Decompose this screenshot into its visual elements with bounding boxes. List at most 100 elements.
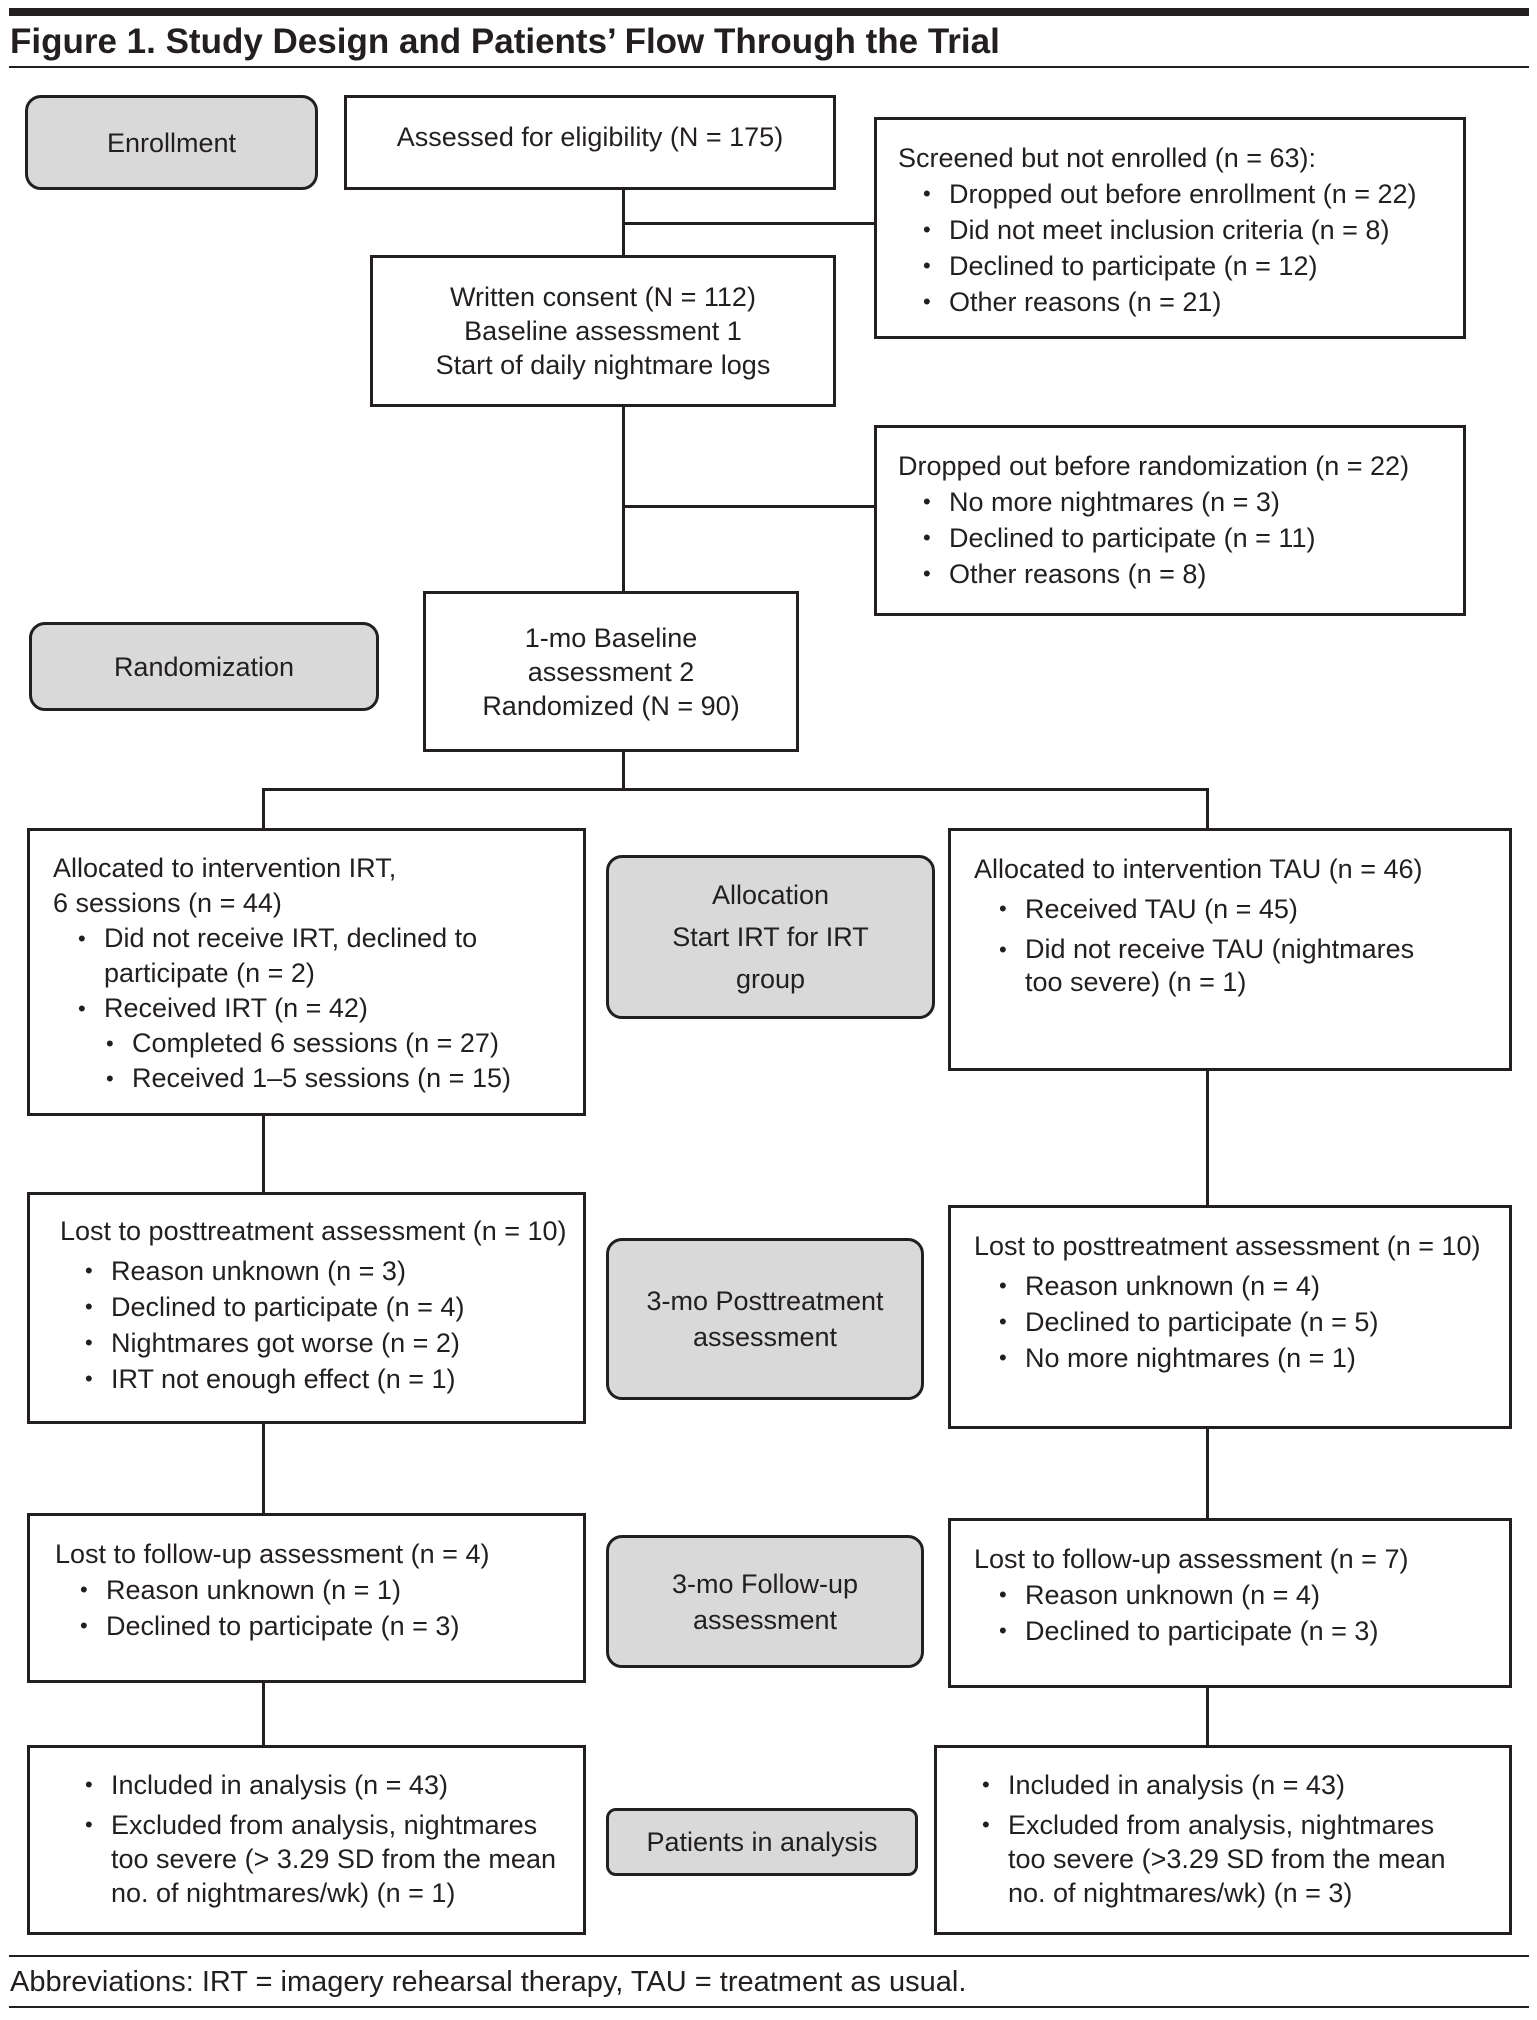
box-tau-followup: Lost to follow-up assessment (n = 7) Rea… <box>948 1518 1512 1688</box>
screened-item: Declined to participate (n = 12) <box>921 248 1463 284</box>
screened-title: Screened but not enrolled (n = 63): <box>898 143 1317 173</box>
box-irt-followup: Lost to follow-up assessment (n = 4) Rea… <box>27 1513 586 1683</box>
stage-followup-line2: assessment <box>692 1604 838 1635</box>
consent-line3: Start of daily nightmare logs <box>435 350 771 380</box>
screened-item: Other reasons (n = 21) <box>921 284 1463 320</box>
irt-alloc-item: Received IRT (n = 42) Completed 6 sessio… <box>76 991 573 1096</box>
connector-tau-alloc-post <box>1206 1071 1209 1205</box>
title-bottom-rule <box>9 66 1529 68</box>
irt-post-item: Declined to participate (n = 4) <box>83 1289 583 1325</box>
abbreviations-note: Abbreviations: IRT = imagery rehearsal t… <box>10 1966 967 1998</box>
tau-follow-item: Declined to participate (n = 3) <box>997 1613 1509 1649</box>
connector-irt-alloc-post <box>262 1116 265 1192</box>
connector-tau-post-follow <box>1206 1429 1209 1518</box>
tau-post-list: Reason unknown (n = 4) Declined to parti… <box>997 1268 1509 1376</box>
screened-list: Dropped out before enrollment (n = 22) D… <box>921 176 1463 320</box>
tau-alloc-item: Received TAU (n = 45) <box>997 891 1499 927</box>
stage-analysis-label: Patients in analysis <box>646 1827 878 1857</box>
irt-follow-title: Lost to follow-up assessment (n = 4) <box>55 1539 490 1569</box>
connector-split-irt <box>262 788 265 829</box>
connector-split-horizontal <box>262 788 1209 791</box>
box-screened: Screened but not enrolled (n = 63): Drop… <box>874 117 1466 339</box>
stage-posttreatment-line1: 3-mo Posttreatment <box>646 1286 884 1316</box>
tau-alloc-item: Did not receive TAU (nightmares too seve… <box>997 933 1445 999</box>
connector-irt-post-follow <box>262 1424 265 1513</box>
assessed-text: Assessed for eligibility (N = 175) <box>396 121 784 152</box>
tau-analysis-item: Included in analysis (n = 43) <box>980 1768 1509 1802</box>
screened-item: Did not meet inclusion criteria (n = 8) <box>921 212 1463 248</box>
box-dropped-randomization: Dropped out before randomization (n = 22… <box>874 425 1466 616</box>
connector-dropped <box>622 505 875 508</box>
dropped-list: No more nightmares (n = 3) Declined to p… <box>921 484 1463 592</box>
connector-irt-follow-analysis <box>262 1683 265 1745</box>
dropped-title: Dropped out before randomization (n = 22… <box>898 451 1410 481</box>
box-irt-analysis: Included in analysis (n = 43) Excluded f… <box>27 1745 586 1935</box>
box-assessed: Assessed for eligibility (N = 175) <box>344 95 836 190</box>
dropped-item: Declined to participate (n = 11) <box>921 520 1463 556</box>
box-tau-analysis: Included in analysis (n = 43) Excluded f… <box>934 1745 1512 1935</box>
irt-post-list: Reason unknown (n = 3) Declined to parti… <box>83 1253 583 1397</box>
tau-post-item: Declined to participate (n = 5) <box>997 1304 1509 1340</box>
irt-follow-item: Reason unknown (n = 1) <box>78 1572 583 1608</box>
irt-alloc-title2: 6 sessions (n = 44) <box>53 888 282 918</box>
stage-followup: 3-mo Follow-up assessment <box>606 1535 924 1668</box>
footer-rule-bottom <box>9 2006 1529 2008</box>
irt-alloc-subitem: Received 1–5 sessions (n = 15) <box>104 1061 573 1096</box>
box-consent: Written consent (N = 112) Baseline asses… <box>370 255 836 407</box>
stage-allocation: Allocation Start IRT for IRT group <box>606 855 935 1019</box>
irt-analysis-list: Included in analysis (n = 43) Excluded f… <box>83 1768 583 1910</box>
dropped-item: Other reasons (n = 8) <box>921 556 1463 592</box>
tau-alloc-title: Allocated to intervention TAU (n = 46) <box>974 854 1423 884</box>
stage-randomization-label: Randomization <box>113 651 295 682</box>
irt-alloc-list: Did not receive IRT, declined to partici… <box>76 921 573 1096</box>
stage-enrollment: Enrollment <box>25 95 318 190</box>
stage-posttreatment-line2: assessment <box>692 1322 838 1352</box>
stage-allocation-line1: Allocation <box>711 880 830 910</box>
randomized-line2: assessment 2 <box>527 656 695 687</box>
consent-line2: Baseline assessment 1 <box>464 316 742 346</box>
tau-post-item: Reason unknown (n = 4) <box>997 1268 1509 1304</box>
irt-post-title: Lost to posttreatment assessment (n = 10… <box>60 1216 567 1246</box>
irt-alloc-subitem: Completed 6 sessions (n = 27) <box>104 1026 573 1061</box>
connector-randomized-split <box>622 752 625 790</box>
dropped-item: No more nightmares (n = 3) <box>921 484 1463 520</box>
irt-post-item: Reason unknown (n = 3) <box>83 1253 583 1289</box>
randomized-line3: Randomized (N = 90) <box>482 690 740 721</box>
tau-analysis-item: Excluded from analysis, nightmares too s… <box>980 1808 1468 1910</box>
irt-follow-item: Declined to participate (n = 3) <box>78 1608 583 1644</box>
consent-line1: Written consent (N = 112) <box>450 282 756 312</box>
stage-randomization: Randomization <box>29 622 379 711</box>
stage-followup-line1: 3-mo Follow-up <box>671 1568 859 1599</box>
irt-post-item: IRT not enough effect (n = 1) <box>83 1361 583 1397</box>
irt-post-item: Nightmares got worse (n = 2) <box>83 1325 583 1361</box>
connector-consent-randomized <box>622 407 625 593</box>
irt-analysis-item: Excluded from analysis, nightmares too s… <box>83 1808 561 1910</box>
box-randomized: 1-mo Baseline assessment 2 Randomized (N… <box>423 591 799 752</box>
footer-rule-top <box>9 1955 1529 1957</box>
stage-allocation-line2: Start IRT for IRT <box>672 922 869 952</box>
tau-analysis-list: Included in analysis (n = 43) Excluded f… <box>980 1768 1509 1910</box>
box-tau-posttreatment: Lost to posttreatment assessment (n = 10… <box>948 1205 1512 1429</box>
stage-enrollment-label: Enrollment <box>106 127 237 158</box>
irt-alloc-title1: Allocated to intervention IRT, <box>53 853 397 883</box>
stage-allocation-line3: group <box>735 964 806 994</box>
screened-item: Dropped out before enrollment (n = 22) <box>921 176 1463 212</box>
irt-alloc-sublist: Completed 6 sessions (n = 27) Received 1… <box>104 1026 573 1096</box>
box-tau-allocation: Allocated to intervention TAU (n = 46) R… <box>948 828 1512 1071</box>
irt-alloc-item-text: Received IRT (n = 42) <box>104 993 368 1023</box>
connector-tau-follow-analysis <box>1206 1688 1209 1745</box>
irt-analysis-item: Included in analysis (n = 43) <box>83 1768 583 1802</box>
stage-analysis: Patients in analysis <box>606 1808 918 1876</box>
randomized-line1: 1-mo Baseline <box>524 622 698 653</box>
connector-split-tau <box>1206 788 1209 829</box>
tau-follow-title: Lost to follow-up assessment (n = 7) <box>974 1544 1409 1574</box>
irt-alloc-item: Did not receive IRT, declined to partici… <box>76 921 489 991</box>
box-irt-posttreatment: Lost to posttreatment assessment (n = 10… <box>27 1192 586 1424</box>
tau-post-title: Lost to posttreatment assessment (n = 10… <box>974 1231 1481 1261</box>
tau-follow-list: Reason unknown (n = 4) Declined to parti… <box>997 1577 1509 1649</box>
tau-alloc-list: Received TAU (n = 45) Did not receive TA… <box>997 891 1499 999</box>
title-top-rule <box>9 8 1529 16</box>
tau-follow-item: Reason unknown (n = 4) <box>997 1577 1509 1613</box>
tau-post-item: No more nightmares (n = 1) <box>997 1340 1509 1376</box>
connector-screened <box>622 222 875 225</box>
